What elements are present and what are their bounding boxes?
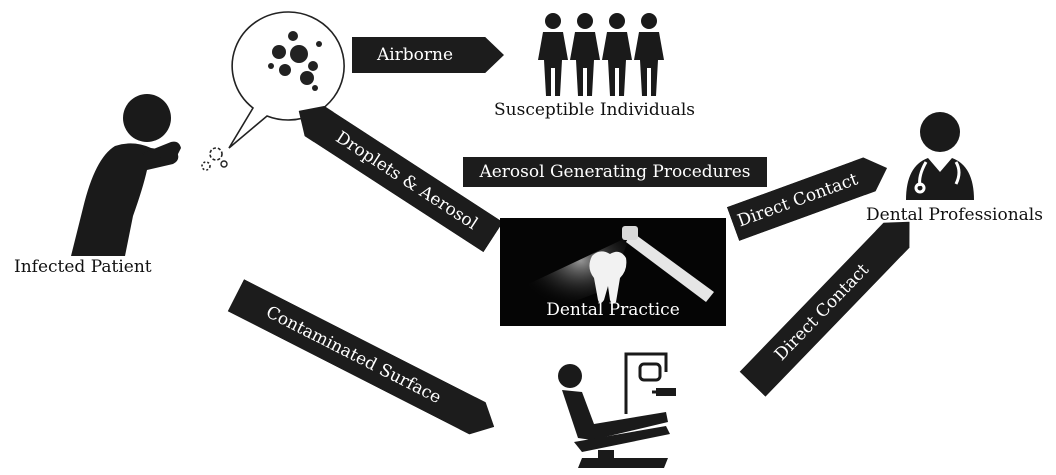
direct-contact-arrow-bottom: Direct Contact [740,209,923,397]
dental-chair-icon [558,352,676,468]
cough-droplets-icon [201,147,228,171]
direct-contact-label-bottom: Direct Contact [770,259,874,365]
aerosol-procedures-label: Aerosol Generating Procedures [479,162,751,182]
dental-practice-label: Dental Practice [546,300,680,320]
airborne-label: Airborne [376,45,454,65]
dental-professionals-label: Dental Professionals [866,205,1043,225]
contaminated-surface-label: Contaminated Surface [262,302,445,408]
people-group-icon [538,13,664,96]
aerosol-procedures-box: Aerosol Generating Procedures [463,157,767,187]
susceptible-individuals-label: Susceptible Individuals [494,100,695,120]
contaminated-surface-arrow: Contaminated Surface [228,279,503,443]
aerosol-spray-icon [520,226,714,318]
airborne-arrow: Airborne [352,37,504,73]
infected-patient-label: Infected Patient [14,257,152,277]
dental-practice-image: Dental Practice [500,218,726,326]
coughing-person-icon [71,94,181,256]
doctor-icon [906,112,974,200]
droplets-aerosol-label: Droplets & Aerosol [332,127,482,235]
virus-bubble-icon [228,11,345,149]
